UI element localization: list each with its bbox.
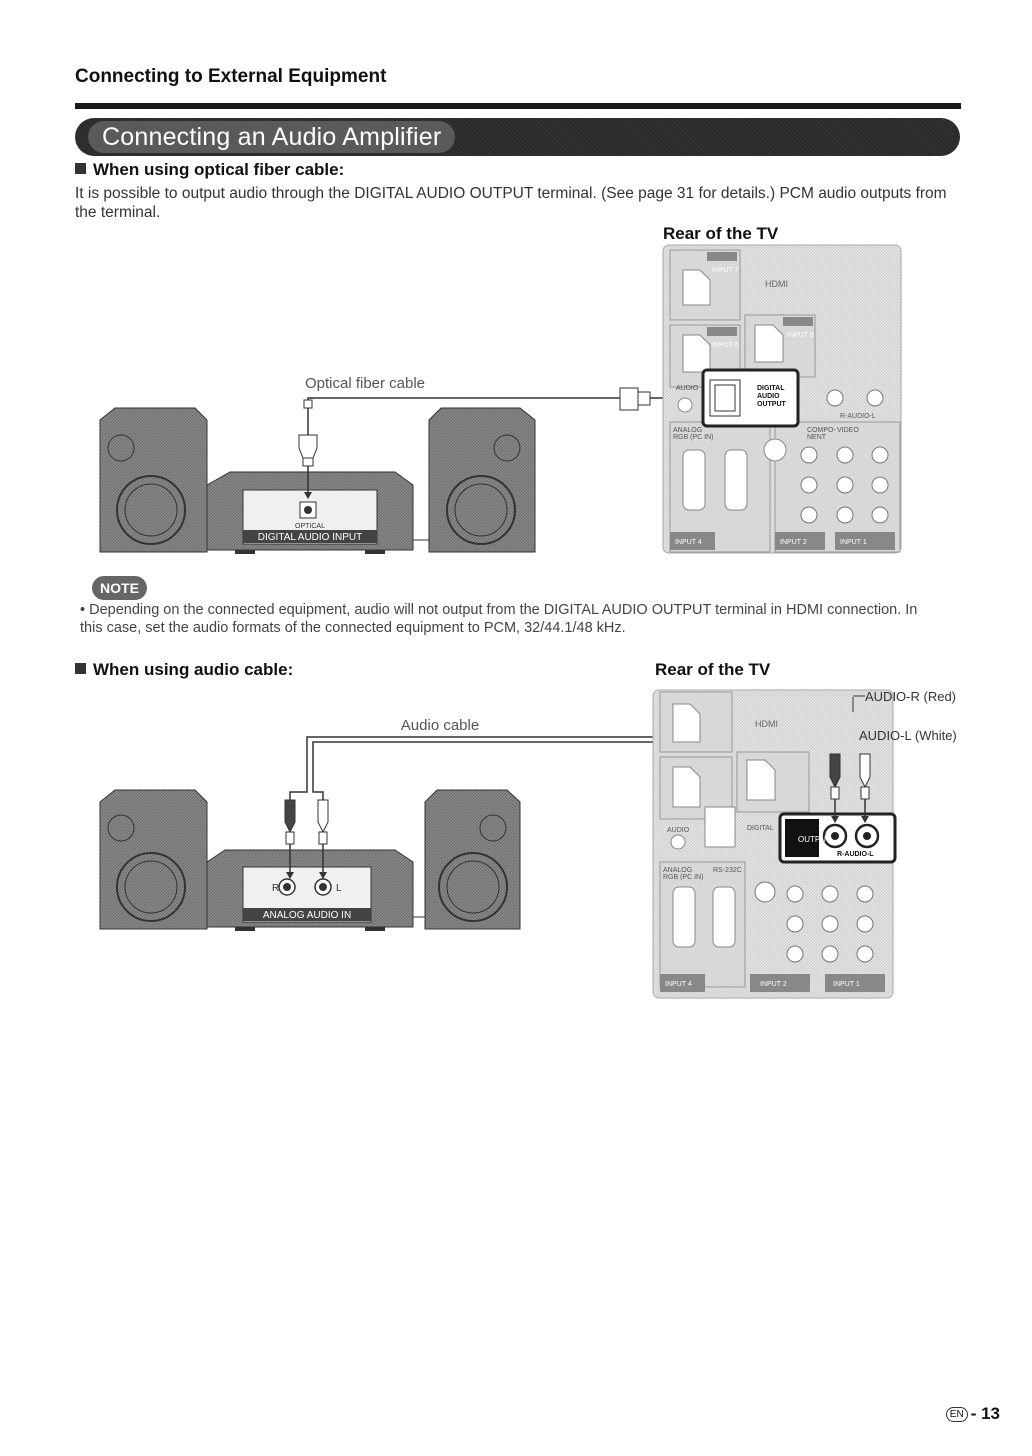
optical-diagram: OPTICAL DIGITAL AUDIO INPUT Optical fibe… — [99, 244, 902, 554]
section-header: Connecting to External Equipment — [75, 66, 387, 87]
input2-label: INPUT 2 — [780, 539, 807, 546]
optical-port-label: OPTICAL — [295, 523, 325, 530]
note-badge: NOTE — [92, 576, 147, 600]
note-body: Depending on the connected equipment, au… — [80, 602, 918, 636]
tv-rear-panel-analog — [652, 689, 897, 999]
square-bullet-icon — [75, 163, 86, 174]
digital-label-2: DIGITAL — [747, 825, 774, 832]
amp-l-label: L — [336, 883, 342, 894]
video-label: VIDEO — [837, 427, 859, 434]
digital-audio-output-label-3: OUTPUT — [757, 401, 787, 408]
optical-heading: When using optical fiber cable: — [75, 160, 344, 180]
r-audio-l-label: R-AUDIO-L — [840, 413, 876, 420]
banner-title: Connecting an Audio Amplifier — [88, 121, 456, 153]
amplifier-2 — [206, 849, 414, 931]
analog-label-2: ANALOG — [663, 867, 692, 874]
input4-label-2: INPUT 4 — [665, 981, 692, 988]
input2-label-2: INPUT 2 — [760, 981, 787, 988]
input5-label: INPUT 5 — [787, 332, 814, 339]
bullet-dot: • — [80, 602, 90, 618]
right-speaker-2 — [424, 789, 521, 930]
digital-audio-input-label: DIGITAL AUDIO INPUT — [258, 532, 362, 543]
component-label-1: COMPO- — [807, 427, 836, 434]
analog-diagram: R L ANALOG AUDIO IN Audio cable — [99, 689, 957, 999]
r-audio-l-label-2: R-AUDIO-L — [837, 851, 874, 858]
digital-audio-output-label-2: AUDIO — [757, 393, 780, 400]
audio-l-label: AUDIO-L (White) — [859, 728, 957, 743]
input7-label: INPUT 7 — [712, 267, 739, 274]
analog-rgb-label-2: RGB (PC IN) — [673, 434, 713, 441]
page-number: - 13 — [970, 1404, 1000, 1423]
audio-r-label: AUDIO-R (Red) — [865, 689, 956, 704]
analog-heading: When using audio cable: — [75, 660, 293, 680]
amp-r-label: R — [272, 883, 279, 894]
page-footer: EN- 13 — [945, 1404, 1000, 1424]
amplifier — [206, 471, 414, 554]
rear-tv-label-1: Rear of the TV — [663, 224, 779, 243]
optical-heading-text: When using optical fiber cable: — [93, 160, 345, 179]
analog-rgb-label-1: ANALOG — [673, 427, 702, 434]
output-label: OUTPUT — [798, 835, 831, 844]
language-badge: EN — [945, 1407, 968, 1422]
rgb-label-2: RGB (PC IN) — [663, 874, 703, 881]
audio-label-2: AUDIO — [667, 827, 690, 834]
component-label-2: NENT — [807, 434, 827, 441]
right-speaker — [428, 407, 536, 553]
tv-rear-panel-optical — [662, 244, 902, 554]
optical-cable-label: Optical fiber cable — [305, 375, 425, 392]
input1-label: INPUT 1 — [840, 539, 867, 546]
analog-audio-in-label: ANALOG AUDIO IN — [263, 910, 351, 921]
input1-label-2: INPUT 1 — [833, 981, 860, 988]
hdmi-logo: HDMI — [765, 279, 788, 289]
digital-audio-output-label-1: DIGITAL — [757, 385, 785, 392]
optical-body: It is possible to output audio through t… — [75, 185, 947, 221]
input6-label: INPUT 6 — [712, 342, 739, 349]
square-bullet-icon — [75, 663, 86, 674]
left-speaker-2 — [99, 789, 208, 930]
analog-heading-text: When using audio cable: — [93, 660, 294, 679]
audio-label: AUDIO — [676, 385, 699, 392]
input4-label: INPUT 4 — [675, 539, 702, 546]
header-rule — [75, 103, 961, 109]
hdmi-logo-2: HDMI — [755, 719, 778, 729]
rs232c-label: RS-232C — [713, 867, 742, 874]
rear-tv-label-2: Rear of the TV — [655, 660, 771, 679]
audio-cable-label: Audio cable — [401, 717, 479, 734]
note-text: • Depending on the connected equipment, … — [80, 601, 940, 637]
left-speaker — [99, 407, 208, 553]
